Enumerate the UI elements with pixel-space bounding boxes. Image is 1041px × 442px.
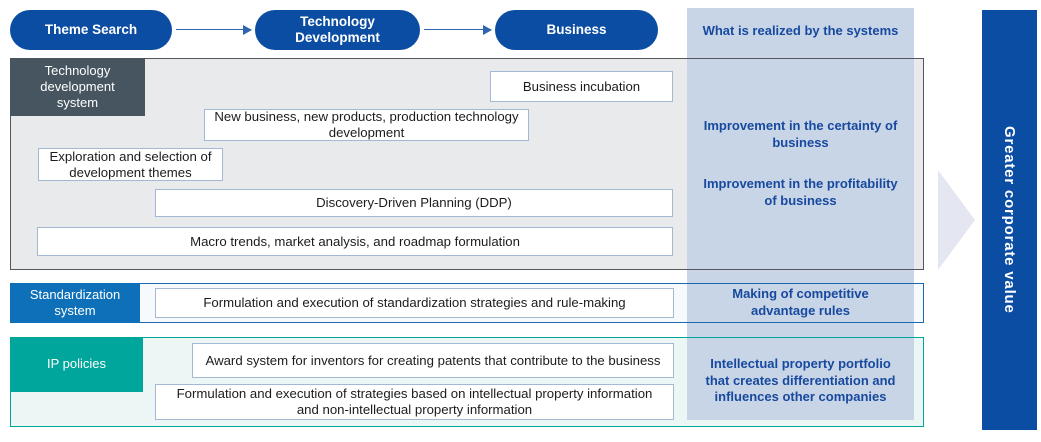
result-ip-portfolio: Intellectual property portfolio that cre… [705, 355, 896, 405]
results-technology-development: Improvement in the certainty of business… [687, 58, 914, 270]
flow-arrow-icon [176, 24, 252, 35]
activity-box-new-business: New business, new products, production t… [204, 109, 529, 141]
section-label-standardization-system: Standardization system [10, 283, 140, 323]
results-ip-policies: Intellectual property portfolio that cre… [687, 337, 914, 425]
result-profitability-of-business: Improvement in the profitability of busi… [703, 176, 898, 208]
flow-step-theme-search: Theme Search [10, 10, 172, 50]
outcome-bar-label: Greater corporate value [1001, 126, 1018, 314]
flow-arrow-icon [424, 24, 492, 35]
activity-box-business-incubation: Business incubation [490, 71, 673, 102]
flow-step-business: Business [495, 10, 658, 50]
results-band-header-text: What is realized by the systems [702, 23, 899, 39]
activity-box-award-system: Award system for inventors for creating … [192, 343, 674, 378]
arrow-head-icon [483, 24, 492, 35]
flow-step-technology-development: Technology Development [255, 10, 420, 50]
results-band [687, 8, 914, 420]
activity-box-ip-strategies: Formulation and execution of strategies … [155, 384, 674, 420]
result-competitive-advantage-rules: Making of competitive advantage rules [732, 286, 869, 318]
activity-box-exploration-themes: Exploration and selection of development… [38, 148, 223, 181]
results-standardization: Making of competitive advantage rules [687, 283, 914, 323]
section-label-technology-development-system: Technology development system [10, 58, 145, 116]
result-certainty-of-business: Improvement in the certainty of business [703, 118, 898, 151]
activity-box-standardization-strategies: Formulation and execution of standardiza… [155, 288, 674, 318]
activity-box-macro-trends: Macro trends, market analysis, and roadm… [37, 227, 673, 256]
outcome-bar: Greater corporate value [982, 10, 1037, 430]
section-label-ip-policies: IP policies [10, 337, 143, 392]
activity-box-ddp: Discovery-Driven Planning (DDP) [155, 189, 673, 217]
outcome-arrow-icon [938, 170, 975, 270]
results-band-header: What is realized by the systems [687, 8, 914, 55]
arrow-head-icon [243, 24, 252, 35]
